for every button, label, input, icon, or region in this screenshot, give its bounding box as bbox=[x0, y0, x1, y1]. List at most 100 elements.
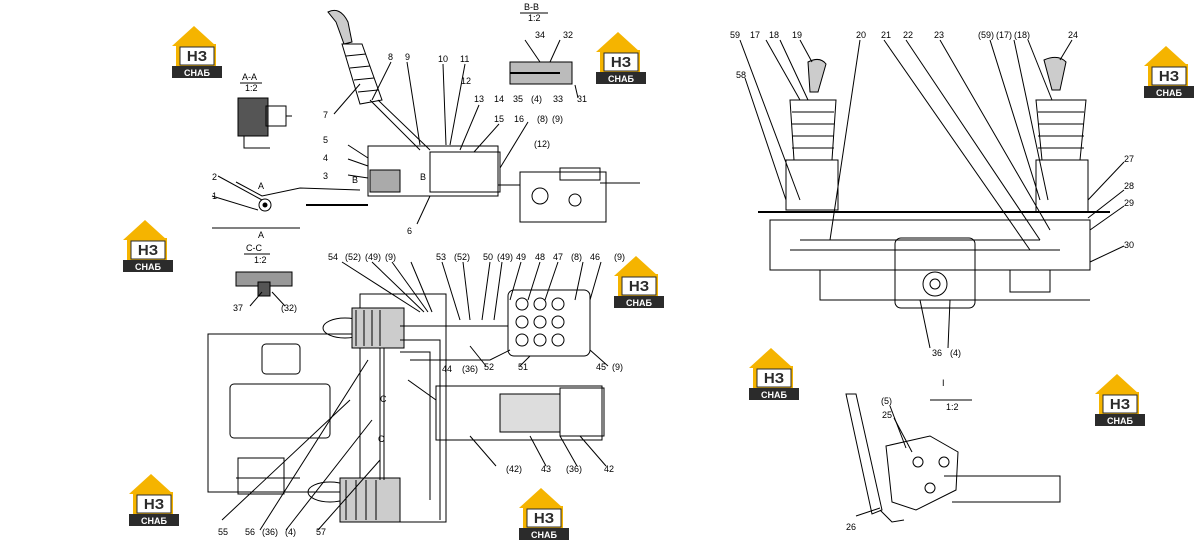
detail-i-scale: 1:2 bbox=[946, 402, 959, 412]
detail-i-title: I bbox=[942, 378, 945, 388]
logo: НЗ СНАБ bbox=[171, 25, 223, 79]
plan-view-callouts: 54 (52) (49) (9) 53 (52) 50 (49) 49 48 4… bbox=[218, 252, 625, 537]
callout: (36) bbox=[566, 464, 582, 474]
logo: НЗ СНАБ bbox=[613, 255, 665, 309]
logo-caption: СНАБ bbox=[626, 298, 652, 308]
callout: 10 bbox=[438, 54, 448, 64]
callout: 54 bbox=[328, 252, 338, 262]
callout: 53 bbox=[436, 252, 446, 262]
callout: 56 bbox=[245, 527, 255, 537]
callout: (8) bbox=[537, 114, 548, 124]
section-cc-scale: 1:2 bbox=[254, 255, 267, 265]
callout: 32 bbox=[563, 30, 573, 40]
callout: 17 bbox=[750, 30, 760, 40]
callout: 8 bbox=[388, 52, 393, 62]
callout: 1 bbox=[212, 191, 217, 201]
callout: 27 bbox=[1124, 154, 1134, 164]
right-assembly-callouts: 59 17 18 19 20 21 22 23 (59) (17) (18) 2… bbox=[730, 30, 1134, 358]
callout: 20 bbox=[856, 30, 866, 40]
cc-callouts: 37 (32) bbox=[233, 303, 297, 313]
logo: НЗ СНАБ bbox=[122, 219, 174, 273]
logo-mark: НЗ bbox=[1159, 68, 1179, 85]
section-aa-scale: 1:2 bbox=[245, 83, 258, 93]
callout: 47 bbox=[553, 252, 563, 262]
callout: (4) bbox=[285, 527, 296, 537]
callout: 42 bbox=[604, 464, 614, 474]
logo-caption: СНАБ bbox=[761, 390, 787, 400]
logo: НЗ СНАБ bbox=[1143, 45, 1195, 99]
section-aa: A-A 1:2 bbox=[237, 72, 292, 149]
callout: 30 bbox=[1124, 240, 1134, 250]
logo-caption: СНАБ bbox=[1156, 88, 1182, 98]
callout: 33 bbox=[553, 94, 563, 104]
callout: (52) bbox=[345, 252, 361, 262]
logo-caption: СНАБ bbox=[1107, 416, 1133, 426]
detail-i: I 1:2 bbox=[845, 378, 1061, 523]
callout: 45 bbox=[596, 362, 606, 372]
section-bb-scale: 1:2 bbox=[528, 13, 541, 23]
side-view-callouts: 7 8 9 10 11 12 13 14 15 16 (8) (9) (12) … bbox=[212, 52, 563, 240]
logo: НЗ СНАБ bbox=[518, 487, 570, 541]
callout: (8) bbox=[571, 252, 582, 262]
logo-mark: НЗ bbox=[187, 48, 207, 65]
callout: 19 bbox=[792, 30, 802, 40]
bb-callouts: 34 32 35 (4) 33 31 bbox=[513, 30, 587, 104]
callout: 4 bbox=[323, 153, 328, 163]
callout: 18 bbox=[769, 30, 779, 40]
callout: (12) bbox=[534, 139, 550, 149]
logo-mark: НЗ bbox=[629, 278, 649, 295]
callout: 51 bbox=[518, 362, 528, 372]
callout: 43 bbox=[541, 464, 551, 474]
logo-caption: СНАБ bbox=[184, 68, 210, 78]
callout: 52 bbox=[484, 362, 494, 372]
callout: 35 bbox=[513, 94, 523, 104]
callout: 12 bbox=[461, 76, 471, 86]
callout: С bbox=[378, 434, 385, 444]
callout: 36 bbox=[932, 348, 942, 358]
section-bb-title: B-B bbox=[524, 2, 539, 12]
section-aa-title: A-A bbox=[242, 72, 257, 82]
callout: 58 bbox=[736, 70, 746, 80]
logo: НЗ СНАБ bbox=[1094, 373, 1146, 427]
callout: 16 bbox=[514, 114, 524, 124]
callout: С bbox=[380, 394, 387, 404]
callout: 2 bbox=[212, 172, 217, 182]
callout: 15 bbox=[494, 114, 504, 124]
callout: 59 bbox=[730, 30, 740, 40]
callout: 34 bbox=[535, 30, 545, 40]
logo-mark: НЗ bbox=[534, 510, 554, 527]
callout: B bbox=[352, 175, 358, 185]
logo-mark: НЗ bbox=[764, 370, 784, 387]
callout: 22 bbox=[903, 30, 913, 40]
detail-i-callouts: (5) 25 26 bbox=[846, 396, 892, 532]
logo-caption: СНАБ bbox=[141, 516, 167, 526]
section-cc-title: C-C bbox=[246, 243, 262, 253]
callout: 31 bbox=[577, 94, 587, 104]
callout: (4) bbox=[950, 348, 961, 358]
callout: 25 bbox=[882, 410, 892, 420]
callout: (5) bbox=[881, 396, 892, 406]
callout: (36) bbox=[462, 364, 478, 374]
logo: НЗ СНАБ bbox=[595, 31, 647, 85]
callout: 13 bbox=[474, 94, 484, 104]
callout: 29 bbox=[1124, 198, 1134, 208]
callout: 11 bbox=[460, 54, 469, 64]
callout: (9) bbox=[612, 362, 623, 372]
callout: 14 bbox=[494, 94, 504, 104]
callout: (49) bbox=[497, 252, 513, 262]
section-bb: B-B 1:2 bbox=[509, 2, 579, 99]
callout: 26 bbox=[846, 522, 856, 532]
callout: (49) bbox=[365, 252, 381, 262]
callout: 24 bbox=[1068, 30, 1078, 40]
callout: (17) bbox=[996, 30, 1012, 40]
callout: (9) bbox=[552, 114, 563, 124]
right-assembly-view bbox=[739, 39, 1125, 349]
callout: (32) bbox=[281, 303, 297, 313]
callout: 21 bbox=[881, 30, 891, 40]
logo-caption: СНАБ bbox=[608, 74, 634, 84]
callout: 9 bbox=[405, 52, 410, 62]
callout: (4) bbox=[531, 94, 542, 104]
callout: 48 bbox=[535, 252, 545, 262]
callout: (52) bbox=[454, 252, 470, 262]
logo-mark: НЗ bbox=[611, 54, 631, 71]
